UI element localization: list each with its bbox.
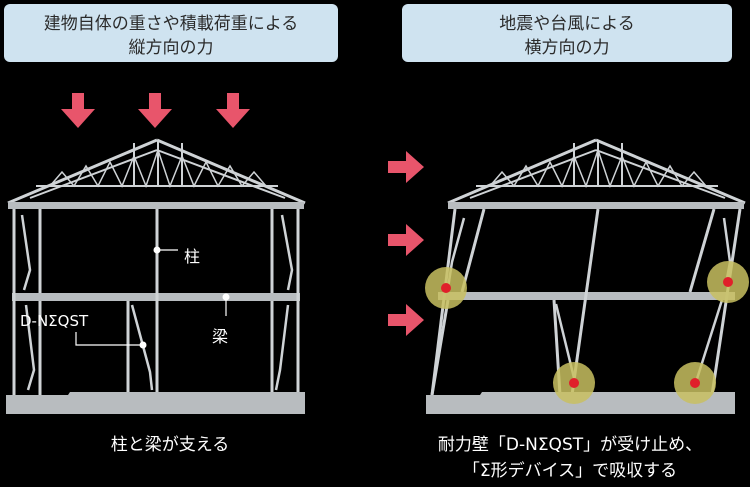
left-wall-braces: [20, 214, 294, 391]
left-title-line1: 建物自体の重さや積載荷重による: [43, 14, 299, 34]
label-dnqst: D-NΣQST: [20, 312, 89, 330]
right-title-line1: 地震や台風による: [499, 14, 635, 34]
right-caption-line2: 「Σ形デバイス」で吸収する: [462, 461, 678, 481]
left-building: [6, 93, 306, 414]
right-caption: 耐力壁「D-NΣQST」が受け止め、 「Σ形デバイス」で吸収する: [400, 432, 740, 484]
left-roof-truss: [7, 138, 306, 205]
arrow-down-icon: [61, 93, 250, 128]
left-title-line2: 縦方向の力: [128, 38, 214, 58]
right-title-box: 地震や台風による 横方向の力: [402, 4, 732, 62]
right-caption-line1: 耐力壁「D-NΣQST」が受け止め、: [437, 435, 703, 455]
arrow-right-icon: [388, 151, 424, 336]
left-annotation-dots: [139, 246, 230, 349]
left-ceiling-beam: [8, 202, 304, 209]
label-pillar: 柱: [184, 247, 201, 266]
right-foundation: [426, 392, 735, 414]
sigma-device-icon: [441, 277, 733, 388]
left-caption: 柱と梁が支える: [110, 435, 230, 455]
left-foundation: [6, 392, 305, 414]
right-title-line2: 横方向の力: [524, 38, 610, 58]
right-building: [388, 138, 749, 414]
right-roof-truss: [447, 138, 746, 205]
left-pillars: [12, 209, 300, 395]
left-title-box: 建物自体の重さや積載荷重による 縦方向の力: [4, 4, 338, 62]
label-beam: 梁: [212, 327, 229, 346]
right-ceiling-beam: [448, 202, 744, 209]
